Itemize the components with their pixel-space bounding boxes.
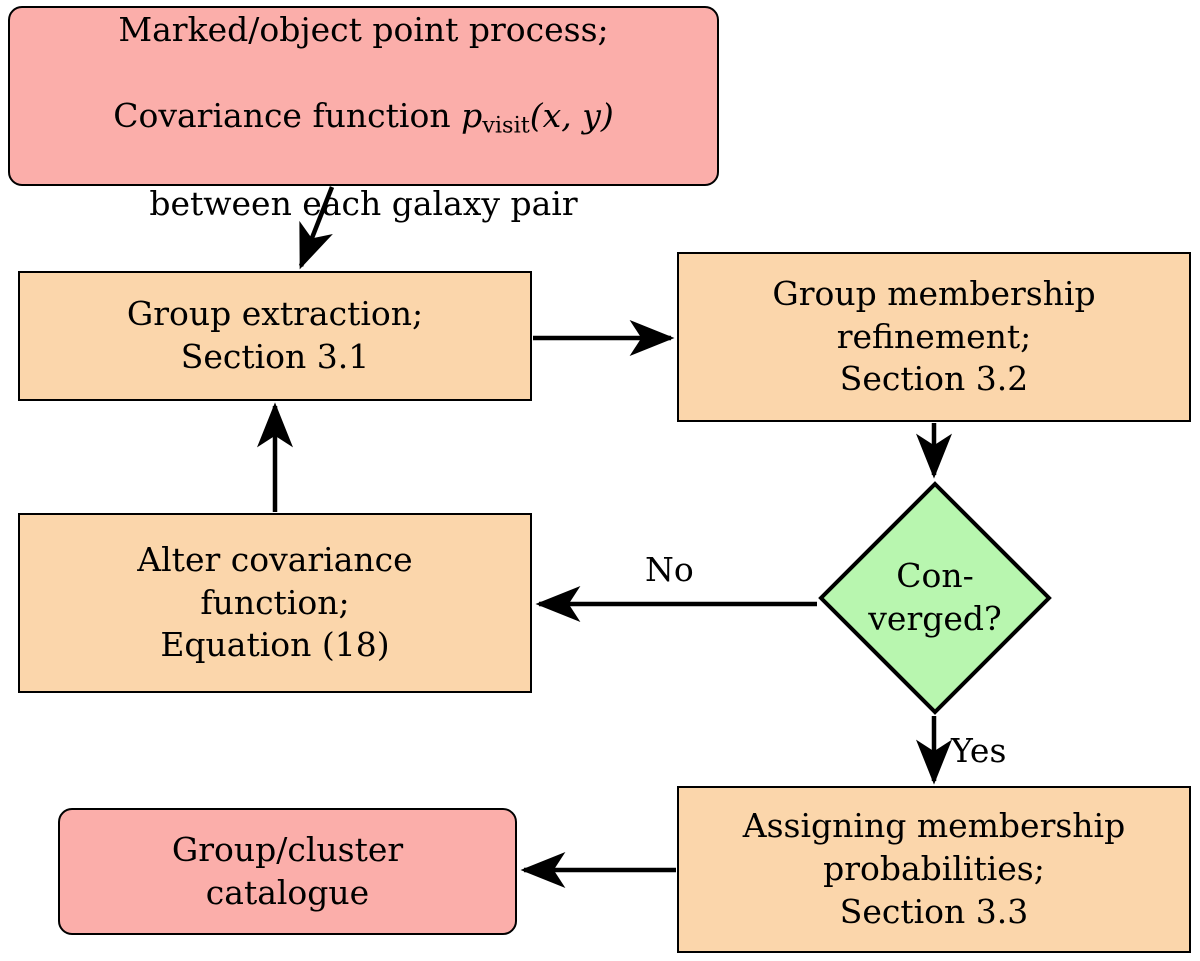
node-assign-probabilities-label: Assigning membership probabilities; Sect… xyxy=(742,806,1126,931)
node-marked-object-point-process: Marked/object point process; Covariance … xyxy=(8,6,719,223)
p-visit-subscript: visit xyxy=(482,112,530,139)
node-alter-covariance-function: Alter covariance function; Equation (18) xyxy=(18,513,532,693)
node-alter-covariance-label: Alter covariance function; Equation (18) xyxy=(137,539,413,665)
node-group-cluster-catalogue: Group/cluster catalogue xyxy=(58,808,517,935)
node-group-extraction-label: Group extraction; Section 3.1 xyxy=(126,294,424,376)
node-converged-label: Con- verged? xyxy=(868,556,1002,638)
node-group-extraction: Group extraction; Section 3.1 xyxy=(18,271,532,401)
node-catalogue-label: Group/cluster catalogue xyxy=(171,829,404,912)
p-visit-symbol: p xyxy=(461,95,483,135)
edge-label-no: No xyxy=(645,550,694,589)
edge-label-yes: Yes xyxy=(951,731,1007,770)
node-assigning-membership-probabilities: Assigning membership probabilities; Sect… xyxy=(677,786,1191,953)
node-group-membership-refinement: Group membership refinement; Section 3.2 xyxy=(677,252,1191,422)
p-visit-args: (x, y) xyxy=(529,95,614,135)
node-marked-process-label: Marked/object point process; Covariance … xyxy=(113,9,614,224)
node-membership-refinement-label: Group membership refinement; Section 3.2 xyxy=(772,273,1096,399)
diamond-shape xyxy=(818,481,1052,715)
node-converged-decision: Con- verged? xyxy=(818,481,1052,715)
